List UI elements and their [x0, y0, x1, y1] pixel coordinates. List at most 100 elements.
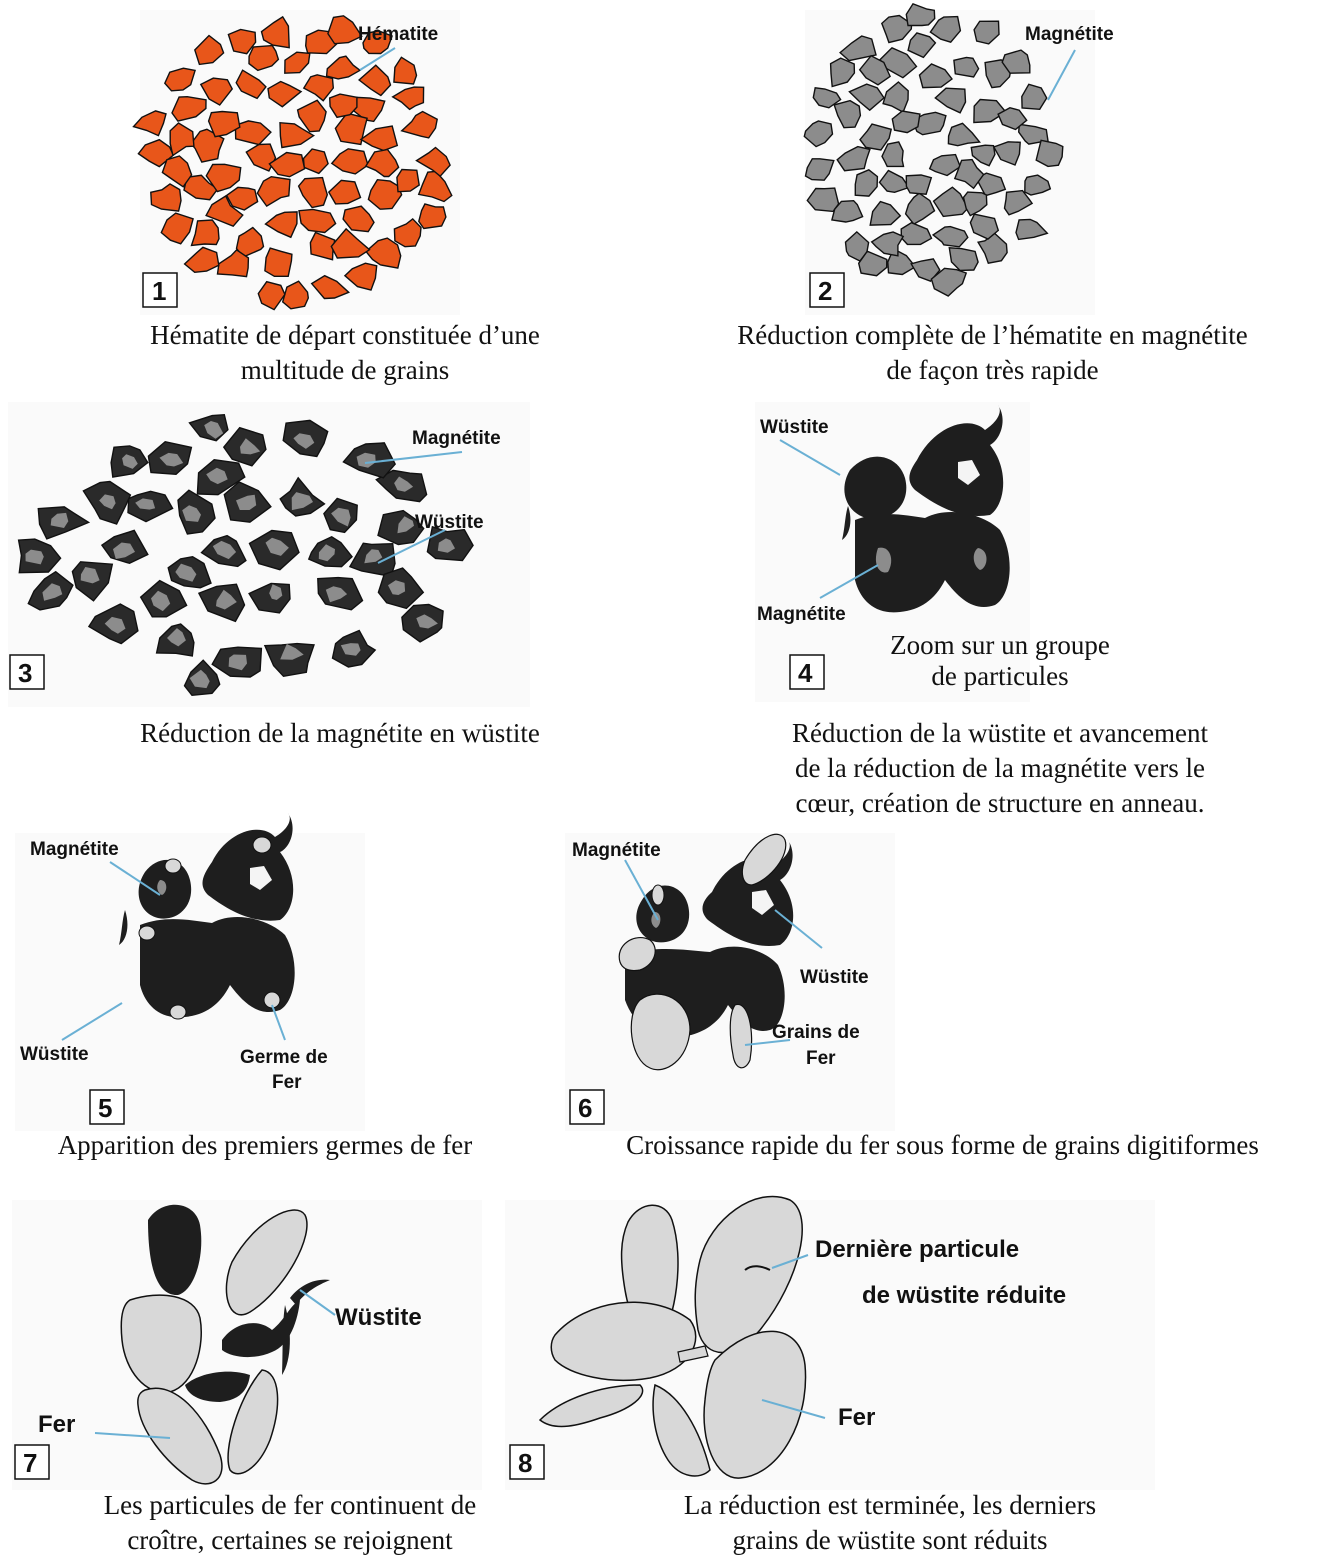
panel-7-iron-arrow: [94, 1432, 171, 1439]
magnetite-core: [318, 544, 335, 562]
panel-8-label-last-line2: de wüstite réduite: [862, 1282, 1066, 1309]
hematite-grain: [325, 55, 362, 80]
panel-5-label-germ-line1: Germe de: [240, 1047, 328, 1068]
panel-2-number: 2: [818, 276, 832, 306]
hematite-grain: [328, 93, 358, 119]
panel-3-caption: Réduction de la magnétite en wüstite: [60, 716, 620, 751]
panel-1-caption: Hématite de départ constituée d’une mult…: [85, 318, 605, 388]
magnetite-grain: [905, 174, 933, 195]
panel-8-iron-arrow: [761, 1399, 826, 1419]
panel-5-number-box: [89, 1089, 125, 1125]
magnetite-core: [416, 614, 438, 629]
panel-1-caption-line2: multitude de grains: [240, 355, 450, 385]
magnetite-core: [80, 567, 100, 584]
magnetite-core: [437, 538, 455, 553]
magnetite-core: [269, 584, 283, 600]
panel-6-magnetite-arrow: [624, 859, 659, 921]
panel-6-particle-a: [636, 885, 690, 943]
wustite-ring-grain: [263, 642, 315, 678]
panel-3-ring-grains: [17, 413, 474, 697]
magnetite-core: [325, 586, 348, 603]
hematite-grain: [267, 80, 303, 108]
magnetite-grain: [869, 200, 902, 226]
magnetite-core: [25, 549, 44, 565]
panel-8-caption: La réduction est terminée, les derniers …: [600, 1488, 1180, 1558]
hematite-grain: [163, 67, 196, 92]
magnetite-grain: [904, 192, 936, 226]
hematite-grain: [302, 148, 329, 175]
panel-1: Hématite 1: [132, 10, 460, 315]
panel-5-germ-arrow: [271, 1004, 286, 1041]
panel-5-particle-b-hole: [250, 866, 272, 890]
magnetite-core: [236, 494, 257, 510]
hematite-grain: [417, 170, 453, 203]
magnetite-core: [216, 589, 237, 610]
panel-5-iron-germ-5: [263, 991, 281, 1009]
panel-8-iron-grain-5: [703, 1330, 807, 1479]
hematite-grain: [171, 95, 207, 122]
hematite-grain: [393, 56, 418, 85]
hematite-grain: [169, 122, 195, 157]
hematite-grain: [327, 179, 362, 205]
panel-6-wustite-arrow: [774, 909, 823, 949]
magnetite-grain: [976, 232, 1008, 264]
panel-5-particle-c: [140, 916, 295, 1018]
panel-8-wustite-arrow: [771, 1254, 809, 1269]
panel-5-iron-germ-1: [164, 858, 182, 874]
panel-4-label-magnetite: Magnétite: [757, 604, 846, 625]
magnetite-grain: [931, 225, 969, 248]
panel-7-label-iron: Fer: [38, 1411, 75, 1438]
magnetite-grain: [905, 2, 936, 27]
panel-4-particle-b-hole: [958, 460, 980, 485]
panel-3-label-magnetite: Magnétite: [412, 428, 501, 449]
magnetite-grain: [962, 191, 988, 217]
panel-4-number: 4: [798, 658, 813, 688]
panel-4-sliver: [842, 506, 851, 540]
panel-7-caption-line1: Les particules de fer continuent de: [103, 1490, 477, 1520]
panel-3: Magnétite Wüstite 3: [8, 402, 530, 707]
panel-6-caption: Croissance rapide du fer sous forme de g…: [560, 1128, 1325, 1163]
panel-7-caption-line2: croître, certaines se rejoignent: [127, 1525, 453, 1555]
magnetite-grain: [891, 110, 921, 134]
panel-4-zoom-note-line2: de particules: [931, 661, 1069, 691]
panel-5-iron-germ-3: [138, 925, 156, 941]
panel-1-number-box: [142, 272, 178, 308]
panel-5-number: 5: [98, 1093, 112, 1123]
hematite-grain: [334, 112, 368, 146]
panel-7-caption: Les particules de fer continuent de croî…: [40, 1488, 540, 1558]
hematite-grain: [194, 34, 225, 66]
panel-5-caption-line1: Apparition des premiers germes de fer: [57, 1130, 473, 1160]
panel-6-number-box: [569, 1089, 605, 1125]
panel-6-caption-line1: Croissance rapide du fer sous forme de g…: [626, 1130, 1259, 1160]
panel-6-label-magnetite: Magnétite: [572, 840, 661, 861]
magnetite-grain: [973, 20, 1000, 45]
magnetite-grain: [836, 145, 871, 172]
panel-6-grains-arrow: [744, 1039, 791, 1046]
panel-7: Wüstite Fer 7: [12, 1200, 482, 1490]
hematite-grain: [132, 110, 167, 137]
magnetite-core: [293, 433, 315, 449]
magnetite-grain: [1021, 83, 1048, 111]
magnetite-core: [189, 669, 210, 689]
panel-7-iron-grain-3: [137, 1387, 223, 1485]
magnetite-grain: [1035, 139, 1064, 168]
hematite-grain: [227, 28, 257, 55]
panel-8-wustite-mark: [744, 1265, 771, 1271]
magnetite-core: [397, 516, 414, 534]
panel-8-iron-grain-2: [694, 1195, 803, 1354]
hematite-grain: [367, 178, 403, 210]
magnetite-core: [206, 467, 228, 485]
hematite-grain: [297, 176, 329, 209]
magnetite-core: [240, 438, 261, 455]
panel-3-number: 3: [18, 658, 32, 688]
magnetite-grain: [812, 87, 842, 109]
panel-6-particle-b-hole: [752, 890, 774, 915]
magnetite-grain: [879, 46, 918, 79]
magnetite-core: [394, 476, 414, 492]
panel-8-iron-grain-4: [538, 1384, 644, 1428]
hematite-grain: [302, 74, 335, 102]
panel-5-label-germ-line2: Fer: [272, 1072, 302, 1093]
magnetite-grain: [910, 258, 941, 283]
panel-7-iron-grain-1: [225, 1209, 308, 1316]
